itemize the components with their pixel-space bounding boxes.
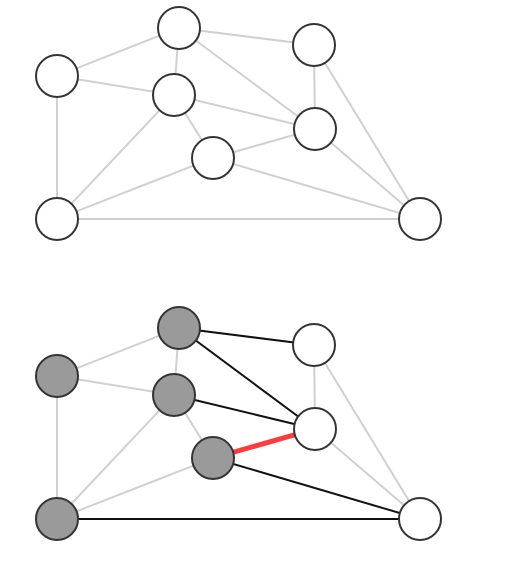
edge-D-E <box>173 94 316 130</box>
node-F-visited <box>191 436 235 480</box>
node-B-visited <box>157 306 201 350</box>
edge-F-H <box>212 157 421 220</box>
node-A-visited <box>35 354 79 398</box>
edge-C-H <box>313 44 421 220</box>
node-B-unvisited <box>157 6 201 50</box>
edge-E-H <box>314 128 421 220</box>
node-A-unvisited <box>35 54 79 98</box>
node-H-unvisited <box>398 497 442 541</box>
node-G-unvisited <box>35 197 79 241</box>
node-C-unvisited <box>292 23 336 67</box>
graph-bottom <box>35 306 442 541</box>
edge-B-E <box>178 27 316 130</box>
edge-E-H <box>314 428 421 520</box>
node-H-unvisited <box>398 197 442 241</box>
node-D-visited <box>152 373 196 417</box>
edge-D-G <box>56 394 175 520</box>
edge-D-E-crossing <box>173 394 316 430</box>
node-C-unvisited <box>292 323 336 367</box>
node-E-unvisited <box>293 407 337 451</box>
edge-C-H <box>313 344 421 520</box>
edge-B-C <box>178 27 315 46</box>
graph-top <box>35 6 442 241</box>
edge-D-G <box>56 94 175 220</box>
edge-F-G <box>56 157 214 220</box>
edge-F-G <box>56 457 214 520</box>
edge-B-E-crossing <box>178 327 316 430</box>
edge-B-C-crossing <box>178 327 315 346</box>
node-E-unvisited <box>293 107 337 151</box>
node-F-unvisited <box>191 136 235 180</box>
node-G-visited <box>35 497 79 541</box>
edge-F-H-crossing <box>212 457 421 520</box>
node-D-unvisited <box>152 73 196 117</box>
